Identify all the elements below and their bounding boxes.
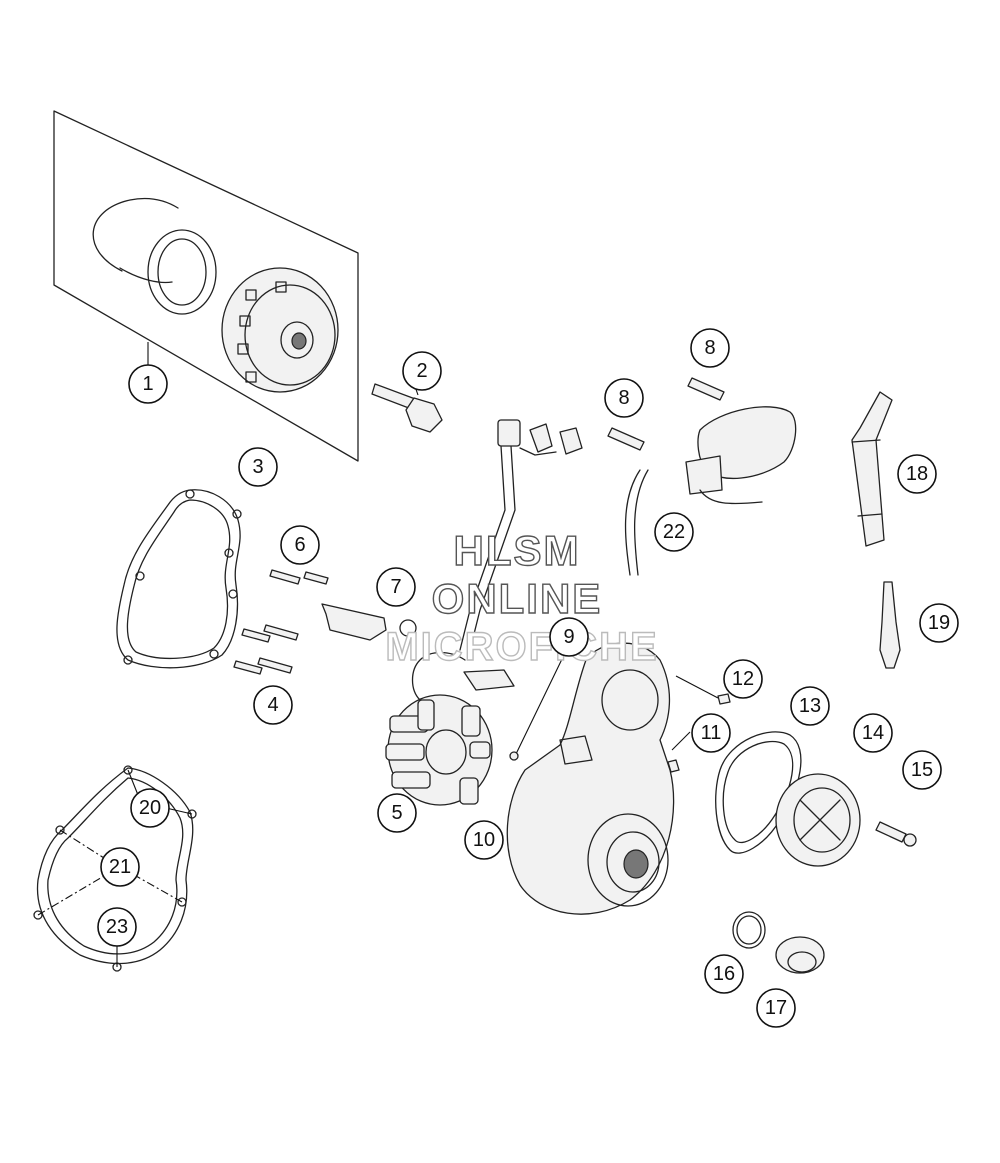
part-5-stator — [385, 651, 493, 806]
part-7-bracket — [321, 419, 583, 691]
callout-19-label: 19 — [928, 612, 950, 634]
part-2-bolt — [371, 377, 443, 433]
callout-1-label: 1 — [142, 373, 153, 395]
callout-7-label: 7 — [390, 576, 401, 598]
callout-6-label: 6 — [294, 534, 305, 556]
watermark-line-1: HLSM — [454, 527, 581, 574]
callout-4-label: 4 — [267, 694, 278, 716]
callout-23: 23 — [97, 907, 137, 947]
watermark-line-3: MICROFICHE — [385, 625, 658, 669]
part-10-ignition-cover — [506, 642, 719, 915]
callout-16: 16 — [704, 954, 744, 994]
callout-2-label: 2 — [416, 360, 427, 382]
callout-7: 7 — [376, 567, 416, 607]
callout-23-label: 23 — [106, 916, 128, 938]
callout-5: 5 — [377, 793, 417, 833]
callout-8-lower-label: 8 — [618, 387, 629, 409]
callout-3: 3 — [238, 447, 278, 487]
part-19-spark-plug — [879, 581, 901, 669]
callout-19: 19 — [919, 603, 959, 643]
part-1-flywheel-kit — [53, 110, 359, 462]
callout-14-label: 14 — [862, 722, 884, 744]
part-14-cover — [775, 773, 861, 867]
part-11-12-dowels — [667, 693, 731, 773]
part-8-bolts — [607, 377, 725, 451]
callout-20: 20 — [130, 788, 170, 828]
callout-5-label: 5 — [391, 802, 402, 824]
callout-18: 18 — [897, 454, 937, 494]
callout-9: 9 — [549, 617, 589, 657]
callout-17: 17 — [756, 988, 796, 1028]
callout-20-label: 20 — [139, 797, 161, 819]
part-3-gasket — [116, 489, 242, 669]
callout-13-label: 13 — [799, 695, 821, 717]
callout-10-label: 10 — [473, 829, 495, 851]
part-20-21-23-gasket — [33, 765, 197, 972]
part-18-spark-plug-cap — [851, 391, 893, 547]
callout-1: 1 — [128, 364, 168, 404]
part-16-o-ring — [732, 911, 766, 949]
callout-16-label: 16 — [713, 963, 735, 985]
callout-15: 15 — [902, 750, 942, 790]
watermark-line-2: ONLINE — [432, 575, 603, 622]
callout-3-label: 3 — [252, 456, 263, 478]
callout-22: 22 — [654, 512, 694, 552]
callout-22-label: 22 — [663, 521, 685, 543]
callout-8-upper-label: 8 — [704, 337, 715, 359]
callout-11-label: 11 — [701, 722, 722, 744]
callout-17-label: 17 — [765, 997, 787, 1019]
callout-10: 10 — [464, 820, 504, 860]
callout-21-label: 21 — [109, 856, 131, 878]
callout-9-label: 9 — [563, 626, 574, 648]
callout-8-lower: 8 — [604, 378, 644, 418]
callout-6: 6 — [280, 525, 320, 565]
callout-14: 14 — [853, 713, 893, 753]
part-15-bolt — [875, 821, 917, 847]
callout-12: 12 — [723, 659, 763, 699]
part-6-bolts — [269, 569, 329, 585]
callout-2: 2 — [402, 351, 442, 391]
part-9-leader — [509, 656, 564, 761]
callout-15-label: 15 — [911, 759, 933, 781]
callout-8-upper: 8 — [690, 328, 730, 368]
part-4-screws — [233, 624, 299, 675]
part-22-ignition-coil — [624, 406, 797, 576]
callout-12-label: 12 — [732, 668, 754, 690]
callout-21: 21 — [100, 847, 140, 887]
callout-13: 13 — [790, 686, 830, 726]
part-17-plug — [775, 936, 825, 974]
callout-11: 11 — [691, 713, 731, 753]
watermark: HLSM ONLINE MICROFICHE — [385, 526, 658, 669]
callout-4: 4 — [253, 685, 293, 725]
callout-18-label: 18 — [906, 463, 928, 485]
